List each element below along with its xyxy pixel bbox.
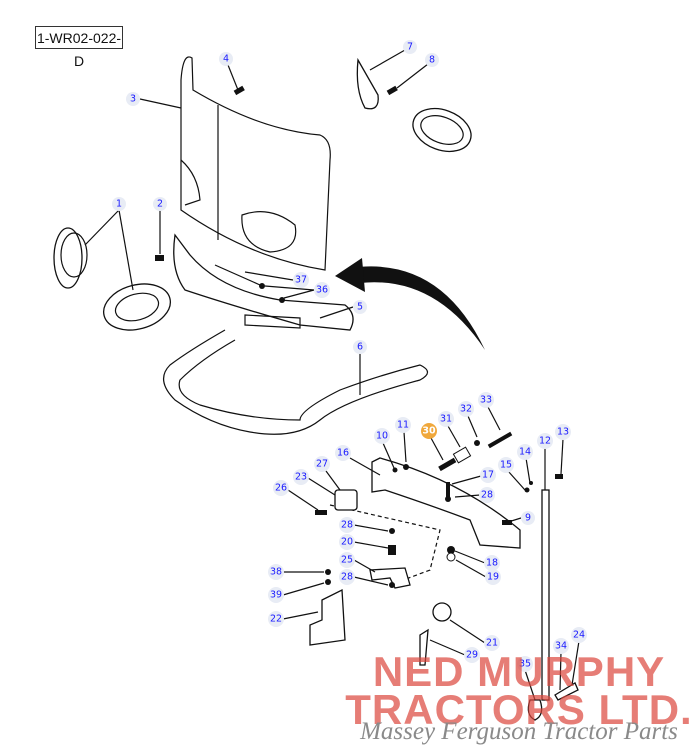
- svg-text:14: 14: [519, 447, 531, 458]
- svg-text:11: 11: [397, 420, 409, 431]
- callout-3[interactable]: 3: [126, 92, 140, 106]
- callout-32[interactable]: 32: [458, 401, 474, 417]
- svg-text:38: 38: [270, 567, 282, 578]
- diagram-reference-code: 1-WR02-022-D: [35, 26, 123, 69]
- svg-text:7: 7: [407, 42, 413, 53]
- watermark-tagline: Massey Ferguson Tractor Parts: [360, 718, 678, 745]
- fasteners: [155, 85, 563, 588]
- callout-31[interactable]: 31: [438, 411, 454, 427]
- callout-34[interactable]: 34: [553, 638, 569, 654]
- svg-text:8: 8: [429, 55, 435, 66]
- callout-37[interactable]: 37: [293, 272, 309, 288]
- svg-text:30: 30: [422, 426, 436, 437]
- svg-text:17: 17: [482, 470, 494, 481]
- svg-text:28: 28: [341, 572, 353, 583]
- svg-text:26: 26: [275, 483, 287, 494]
- svg-text:23: 23: [295, 472, 307, 483]
- callout-28[interactable]: 28: [479, 487, 495, 503]
- callout-27[interactable]: 27: [314, 456, 330, 472]
- support-bracket: [329, 457, 521, 586]
- svg-text:35: 35: [519, 659, 531, 670]
- watermark-line1: NED MURPHY: [372, 648, 666, 695]
- callout-2[interactable]: 2: [153, 197, 167, 211]
- svg-text:25: 25: [341, 555, 353, 566]
- callout-7[interactable]: 7: [403, 40, 417, 54]
- svg-text:16: 16: [337, 448, 349, 459]
- callout-labels: 1 2 3 4 7 8 37 36 5 6 10 11 30 31 32 33 …: [112, 40, 587, 672]
- callout-29[interactable]: 29: [464, 647, 480, 663]
- support-rod: [527, 489, 579, 721]
- svg-text:10: 10: [376, 431, 388, 442]
- callout-13[interactable]: 13: [555, 424, 571, 440]
- direction-arrow: [335, 258, 485, 350]
- callout-24[interactable]: 24: [571, 627, 587, 643]
- svg-text:1: 1: [116, 199, 122, 210]
- svg-text:2: 2: [157, 199, 163, 210]
- svg-text:36: 36: [316, 285, 328, 296]
- callout-1[interactable]: 1: [112, 197, 126, 211]
- svg-text:20: 20: [341, 537, 353, 548]
- callout-28[interactable]: 28: [339, 569, 355, 585]
- callout-17[interactable]: 17: [480, 467, 496, 483]
- svg-text:28: 28: [341, 520, 353, 531]
- svg-text:33: 33: [480, 395, 492, 406]
- callout-21[interactable]: 21: [484, 635, 500, 651]
- callout-30-highlighted[interactable]: 30: [421, 423, 437, 439]
- svg-text:22: 22: [270, 614, 282, 625]
- latch-parts: [309, 489, 452, 666]
- callout-16[interactable]: 16: [335, 445, 351, 461]
- callout-12[interactable]: 12: [537, 433, 553, 449]
- svg-text:39: 39: [270, 590, 282, 601]
- svg-text:12: 12: [539, 436, 551, 447]
- svg-text:3: 3: [130, 94, 136, 105]
- callout-36[interactable]: 36: [314, 282, 330, 298]
- callout-33[interactable]: 33: [478, 392, 494, 408]
- svg-text:18: 18: [486, 558, 498, 569]
- callout-11[interactable]: 11: [395, 417, 411, 433]
- callout-8[interactable]: 8: [425, 53, 439, 67]
- callout-38[interactable]: 38: [268, 564, 284, 580]
- front-bumper: [173, 233, 354, 331]
- svg-text:13: 13: [557, 427, 569, 438]
- callout-4[interactable]: 4: [219, 52, 233, 66]
- callout-28[interactable]: 28: [339, 517, 355, 533]
- windscreen-panel: [180, 56, 331, 271]
- leader-lines: [84, 49, 580, 701]
- callout-5[interactable]: 5: [353, 300, 367, 314]
- svg-text:15: 15: [500, 460, 512, 471]
- svg-text:5: 5: [357, 302, 363, 313]
- svg-text:4: 4: [223, 54, 229, 65]
- svg-text:31: 31: [440, 414, 452, 425]
- callout-22[interactable]: 22: [268, 611, 284, 627]
- callout-19[interactable]: 19: [485, 569, 501, 585]
- svg-text:27: 27: [316, 459, 328, 470]
- seal-strip: [163, 329, 429, 435]
- watermark-line2: TRACTORS LTD.: [345, 686, 693, 733]
- svg-text:19: 19: [487, 572, 499, 583]
- svg-text:37: 37: [295, 275, 307, 286]
- headlamp-assembly: [53, 227, 171, 331]
- mirror-bracket: [356, 57, 472, 153]
- callout-9[interactable]: 9: [521, 511, 535, 525]
- svg-text:6: 6: [357, 342, 363, 353]
- callout-26[interactable]: 26: [273, 480, 289, 496]
- callout-39[interactable]: 39: [268, 587, 284, 603]
- svg-text:29: 29: [466, 650, 478, 661]
- svg-text:21: 21: [486, 638, 498, 649]
- callout-18[interactable]: 18: [484, 555, 500, 571]
- svg-text:32: 32: [460, 404, 472, 415]
- callout-10[interactable]: 10: [374, 428, 390, 444]
- callout-15[interactable]: 15: [498, 457, 514, 473]
- callout-20[interactable]: 20: [339, 534, 355, 550]
- callout-25[interactable]: 25: [339, 552, 355, 568]
- callout-6[interactable]: 6: [353, 340, 367, 354]
- callout-14[interactable]: 14: [517, 444, 533, 460]
- callout-23[interactable]: 23: [293, 469, 309, 485]
- svg-text:34: 34: [555, 641, 567, 652]
- callout-35[interactable]: 35: [517, 656, 533, 672]
- svg-text:24: 24: [573, 630, 585, 641]
- svg-text:9: 9: [525, 513, 531, 524]
- svg-text:28: 28: [481, 490, 493, 501]
